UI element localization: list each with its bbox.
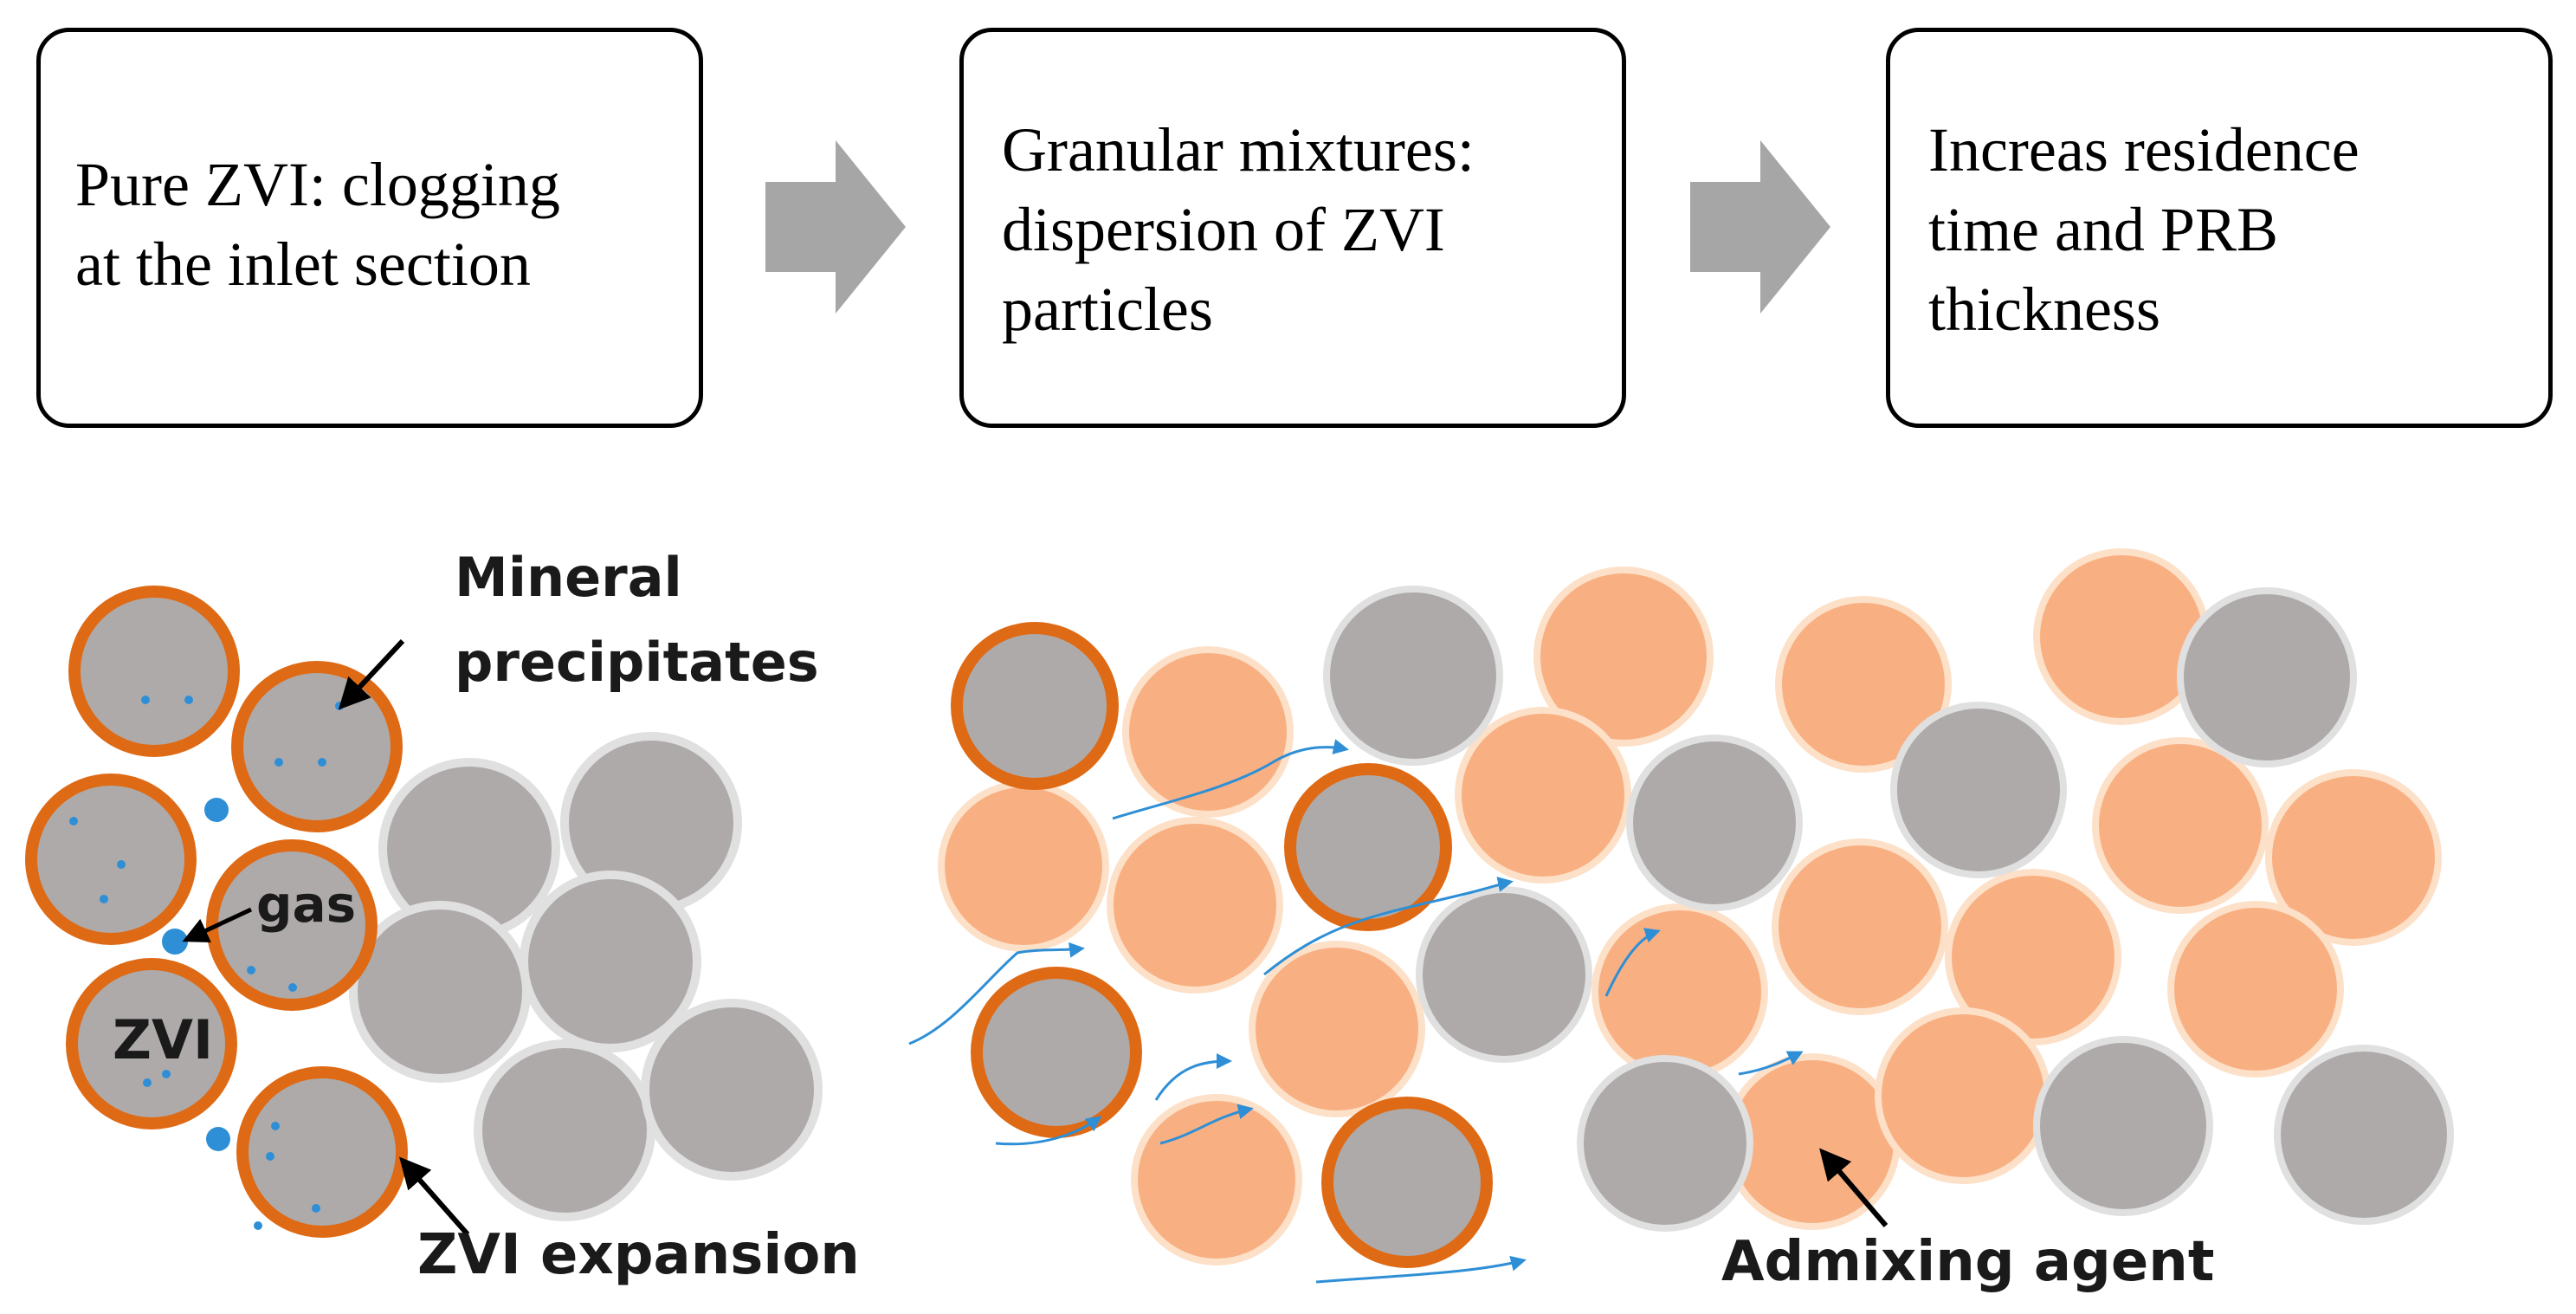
right-orange-particles [938, 548, 2442, 1265]
mineral-precipitate-dots [69, 696, 344, 1230]
step-text-granular-mixtures: Granular mixtures: dispersion of ZVI par… [1002, 115, 1475, 344]
step-box-residence-time: Increas residence time and PRB thickness [1886, 28, 2553, 428]
label-zvi: ZVI [113, 1008, 214, 1071]
grey-particle [641, 999, 823, 1181]
right-grey-particles [1323, 586, 2454, 1232]
zvi-particle [231, 661, 403, 832]
step-text-residence-time: Increas residence time and PRB thickness [1928, 115, 2360, 344]
zvi-particle [236, 1066, 408, 1238]
left-grey-particles [349, 732, 823, 1221]
zvi-particle [68, 586, 240, 757]
pointer-gas [182, 907, 253, 943]
step-box-granular-mixtures: Granular mixtures: dispersion of ZVI par… [959, 28, 1626, 428]
grey-particle [520, 871, 701, 1052]
step-box-pure-zvi: Pure ZVI: clogging at the inlet section [36, 28, 703, 428]
label-mineral-precipitates: Mineral precipitates [455, 546, 819, 694]
flow-arrow-2 [1690, 140, 1830, 314]
pointer-mineral-precipitates [338, 638, 405, 710]
label-gas: gas [256, 875, 357, 934]
pointer-zvi-expansion [399, 1156, 470, 1236]
gas-bubble [206, 1127, 230, 1151]
gas-bubble [162, 929, 188, 955]
flow-arrow-1 [765, 140, 906, 314]
gas-bubble [204, 798, 229, 822]
step-text-pure-zvi: Pure ZVI: clogging at the inlet section [75, 150, 560, 299]
grey-particle [349, 901, 531, 1083]
left-zvi-particles [25, 586, 408, 1238]
label-admixing-agent: Admixing agent [1721, 1230, 2215, 1294]
pointer-admixing-agent [1819, 1148, 1888, 1227]
flow-streamlines [908, 739, 1804, 1284]
zvi-particle [25, 774, 197, 945]
zvi-particle [66, 958, 237, 1130]
right-zvi-particles [951, 622, 1493, 1268]
label-zvi-expansion: ZVI expansion [417, 1223, 860, 1287]
zvi-particle [206, 839, 378, 1011]
grey-particle [474, 1039, 655, 1221]
